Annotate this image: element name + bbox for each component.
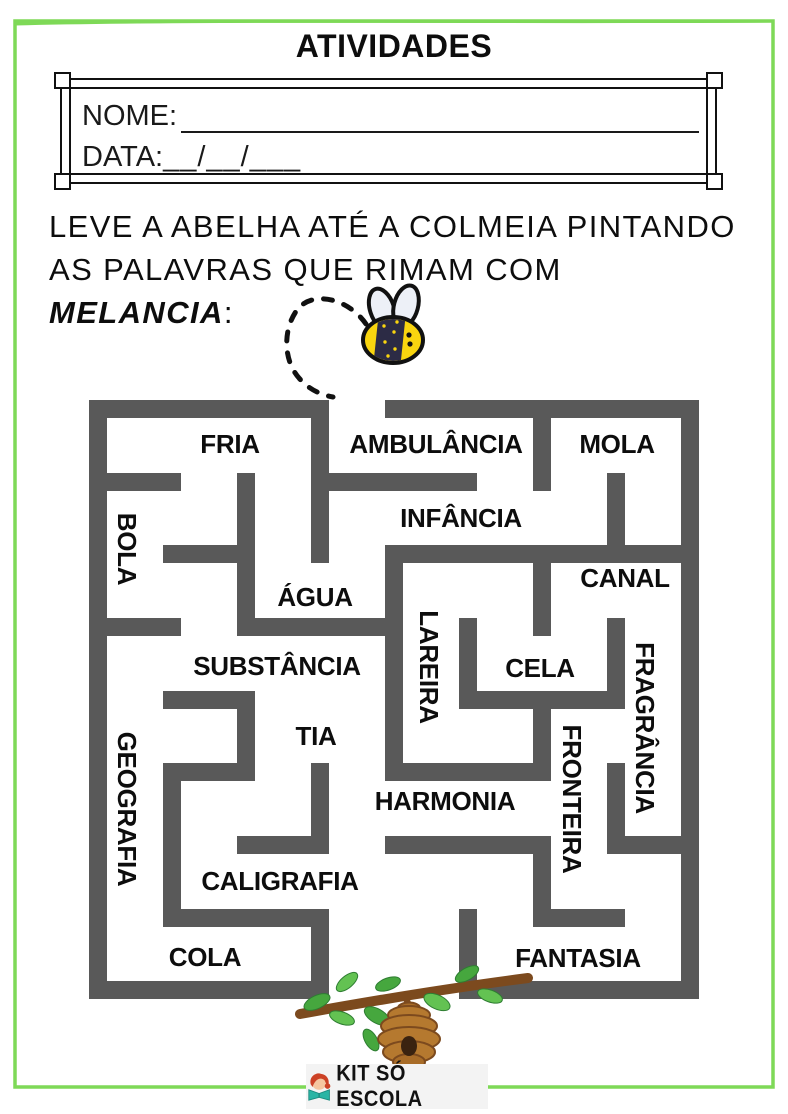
frame-corner [706, 72, 723, 89]
name-label: NOME: [82, 100, 178, 132]
maze-word-fragrância[interactable]: FRAGRÂNCIA [630, 642, 660, 814]
maze-word-substância[interactable]: SUBSTÂNCIA [193, 651, 361, 681]
maze-word-fria[interactable]: FRIA [200, 429, 260, 459]
instructions: LEVE A ABELHA ATÉ A COLMEIA PINTANDO AS … [49, 205, 749, 334]
name-date-box: NOME: DATA: __/__/___ [54, 72, 723, 190]
brand-logo: KIT SÓ ESCOLA [306, 1061, 488, 1111]
brand-name: KIT SÓ ESCOLA [336, 1060, 423, 1112]
maze-word-fronteira[interactable]: FRONTEIRA [557, 724, 587, 874]
page-title: ATIVIDADES [295, 28, 493, 64]
beehive-icon [295, 965, 533, 1071]
name-input-line[interactable] [181, 97, 699, 133]
maze-word-tia[interactable]: TIA [295, 721, 337, 751]
maze-word-geografia[interactable]: GEOGRAFIA [112, 731, 142, 887]
maze-word-ambulância[interactable]: AMBULÂNCIA [349, 429, 523, 459]
maze-word-infância[interactable]: INFÂNCIA [400, 503, 522, 533]
branch-leaves [303, 965, 503, 1052]
maze-word-canal[interactable]: CANAL [580, 563, 670, 593]
maze-word-bola[interactable]: BOLA [112, 512, 142, 586]
frame-corner [706, 173, 723, 190]
maze-word-caligrafia[interactable]: CALIGRAFIA [201, 866, 359, 896]
frame-corner [54, 72, 71, 89]
reading-girl-icon [308, 1072, 331, 1101]
rhyme-word: MELANCIA [49, 295, 224, 330]
maze-word-fantasia[interactable]: FANTASIA [515, 943, 641, 973]
hive-entrance-hole [401, 1036, 417, 1056]
instruction-line-2: AS PALAVRAS QUE RIMAM COM MELANCIA: [49, 252, 562, 330]
dashed-flight-path [284, 296, 369, 400]
frame-corner [54, 173, 71, 190]
instruction-line-1: LEVE A ABELHA ATÉ A COLMEIA PINTANDO [49, 209, 736, 244]
maze-word-cela[interactable]: CELA [505, 653, 575, 683]
name-date-box-inner-frame [69, 87, 708, 175]
maze-word-água[interactable]: ÁGUA [277, 582, 353, 612]
date-label: DATA: [82, 141, 164, 173]
date-input-line[interactable]: __/__/___ [163, 141, 302, 173]
bee-body [361, 315, 425, 365]
bee-icon [284, 283, 425, 400]
maze-word-harmonia[interactable]: HARMONIA [374, 786, 516, 816]
maze-word-mola[interactable]: MOLA [579, 429, 655, 459]
maze-word-cola[interactable]: COLA [168, 942, 242, 972]
